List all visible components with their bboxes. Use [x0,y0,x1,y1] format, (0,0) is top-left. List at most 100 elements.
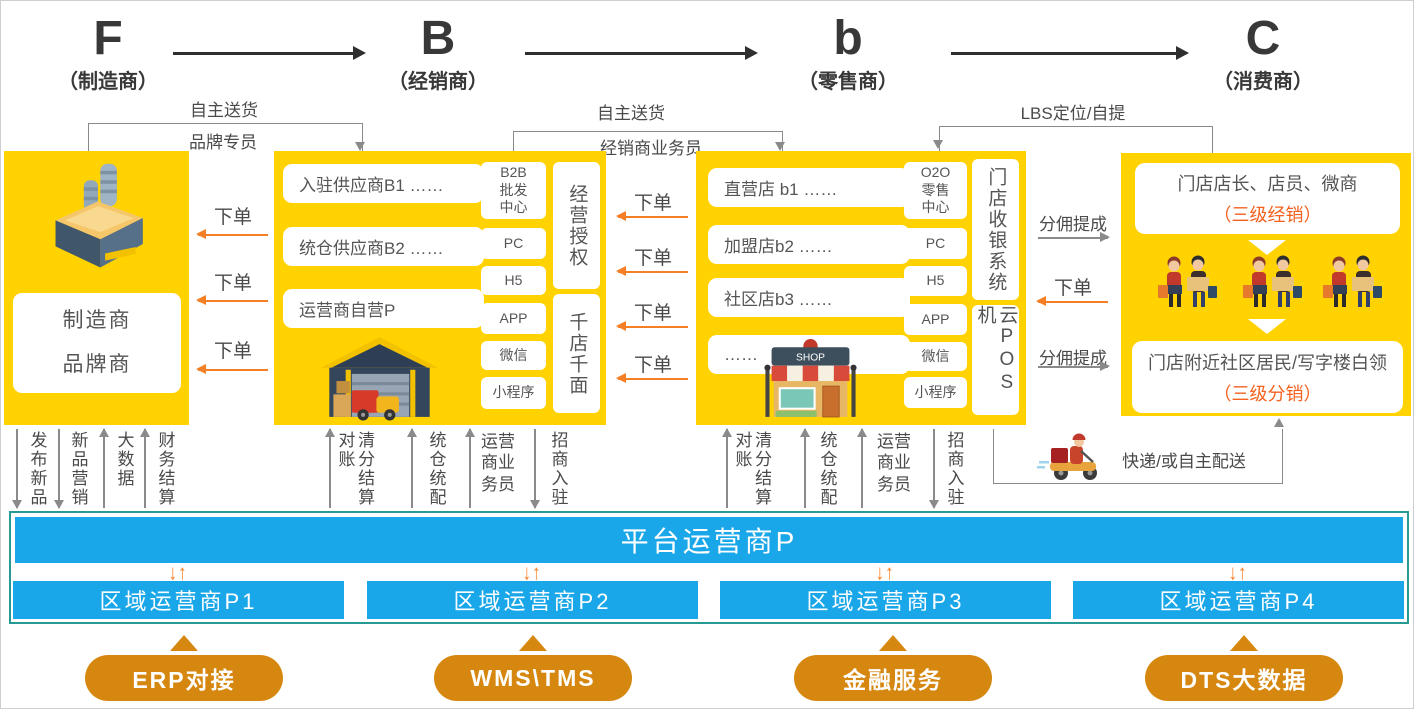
distributor-box: 入驻供应商B1 …… 统仓供应商B2 …… 运营商自营P B2B 批发 中心 P… [274,151,606,425]
channel-b2b-center: B2B 批发 中心 [481,162,546,219]
consumer-tier2-card: 门店附近社区居民/写字楼白领 （三级分销） [1132,341,1403,413]
down-triangle [1248,240,1286,255]
supplier-card: 统仓供应商B2 …… [283,227,484,266]
service-label: 运营商业务员 [877,432,911,494]
service-label: 发布新品 [27,431,47,507]
module-arrow-up [519,635,547,651]
supplier-card: 入驻供应商B1 …… [283,164,484,203]
service-label: 统仓统配 [426,431,446,507]
bracket-f-arrowhead [355,142,365,151]
service-arrow-up [465,428,475,508]
consumer-box: 门店店长、店员、微商 （三级经销） [1121,153,1411,416]
shoppers-icon [1243,255,1302,307]
manufacturer-box: 制造商 品牌商 [4,151,189,425]
commission-label: 分佣提成 [1039,215,1107,234]
bracket-f-to-b [88,123,363,152]
shop-sign-text: SHOP [796,353,825,364]
tier2-subtitle: （三级分销） [1213,383,1322,404]
stage-letter-f: F [93,12,123,65]
module-pill-finance: 金融服务 [794,655,992,701]
channel-pc: PC [481,228,546,259]
tier1-title: 门店店长、店员、微商 [1177,174,1358,194]
service-arrow-up [99,428,109,508]
order-label: 下单 [213,273,252,294]
channel-app: APP [904,304,967,335]
courier-icon [1037,433,1097,480]
label-brand-specialist: 品牌专员 [189,133,257,152]
stage-letter-b-small: b [833,12,863,65]
order-label: 下单 [213,341,252,362]
order-arrow [196,295,268,305]
label-self-delivery-f: 自主送货 [190,101,258,120]
commission-arrow [1038,232,1110,242]
order-arrow [1036,296,1108,306]
down-triangle [1248,319,1286,334]
tier2-title: 门店附近社区居民/写字楼白领 [1148,352,1387,373]
retailer-box: 直营店 b1 …… 加盟店b2 …… 社区店b3 …… …… SHOP O2O … [696,151,1026,425]
label-self-delivery-b: 自主送货 [597,104,665,123]
flow-arrow-r-to-c [951,46,1189,60]
module-pill-erp: ERP对接 [85,655,283,701]
store-card: 社区店b3 …… [708,278,910,317]
order-arrow [196,364,268,374]
stage-name-b-big: （经销商） [388,71,488,93]
delivery-label: 快递/或自主配送 [1122,452,1246,471]
stage-name-c: （消费商） [1213,71,1313,93]
pos-box-cloud-pos: 云POS机 [972,305,1019,415]
bracket-lbs-arrowhead [933,140,943,149]
channel-h5: H5 [904,266,967,296]
service-label: 招商入驻 [548,431,568,507]
service-label: 招商入驻 [944,431,964,507]
manufacturer-card: 制造商 品牌商 [13,293,181,393]
regional-operator-bar-p1: 区域运营商P1 [13,581,344,619]
bracket-r-to-c [939,126,1213,154]
module-arrow-up [170,635,198,651]
stage-name-b-small: （零售商） [798,71,898,93]
label-distributor-salesman: 经销商业务员 [600,139,702,158]
channel-app: APP [481,303,546,334]
stage-name-f: （制造商） [58,71,158,93]
sync-arrows-icon: ↓↑ [875,560,895,585]
consumer-tier1-card: 门店店长、店员、微商 （三级经销） [1135,163,1400,234]
order-arrow [616,321,688,331]
order-label: 下单 [633,303,672,324]
channel-pc: PC [904,228,967,259]
order-label: 下单 [1053,278,1092,299]
service-label: 财务结算 [155,431,175,507]
order-arrow [616,373,688,383]
factory-icon [55,163,143,268]
module-arrow-up [879,635,907,651]
channel-o2o-center: O2O 零售 中心 [904,162,967,219]
pos-box-cashier-system: 门店收银系统 [972,159,1019,300]
service-label: 大数据 [114,431,134,488]
rights-box-authorization: 经营授权 [553,162,600,289]
sync-arrows-icon: ↓↑ [1228,560,1248,585]
supplier-card: 运营商自营P [283,289,484,328]
platform-operator-bar: 平台运营商P [15,517,1403,563]
shop-icon: SHOP [764,339,857,418]
shoppers-icon [1158,255,1217,307]
regional-operator-bar-p3: 区域运营商P3 [720,581,1051,619]
bracket-b-arrowhead [775,142,785,151]
order-arrow [616,266,688,276]
service-arrow-down [530,429,540,509]
service-arrow-up [722,428,732,508]
module-pill-dts: DTS大数据 [1145,655,1343,701]
service-arrow-up [800,428,810,508]
stage-letter-b-big: B [420,12,456,65]
stage-letter-c: C [1245,12,1281,65]
module-pill-wms-tms: WMS\TMS [434,655,632,701]
channel-miniprogram: 小程序 [904,377,967,408]
service-arrow-down [12,429,22,509]
order-label: 下单 [633,248,672,269]
sync-arrows-icon: ↓↑ [168,560,188,585]
delivery-arrowhead [1274,418,1284,427]
rights-box-thousand-stores: 千店千面 [553,294,600,413]
regional-operator-bar-p4: 区域运营商P4 [1073,581,1404,619]
channel-miniprogram: 小程序 [481,377,546,409]
delivery-route-line [993,429,1283,484]
order-arrow [196,229,268,239]
channel-h5: H5 [481,266,546,295]
commission-label: 分佣提成 [1039,349,1107,368]
